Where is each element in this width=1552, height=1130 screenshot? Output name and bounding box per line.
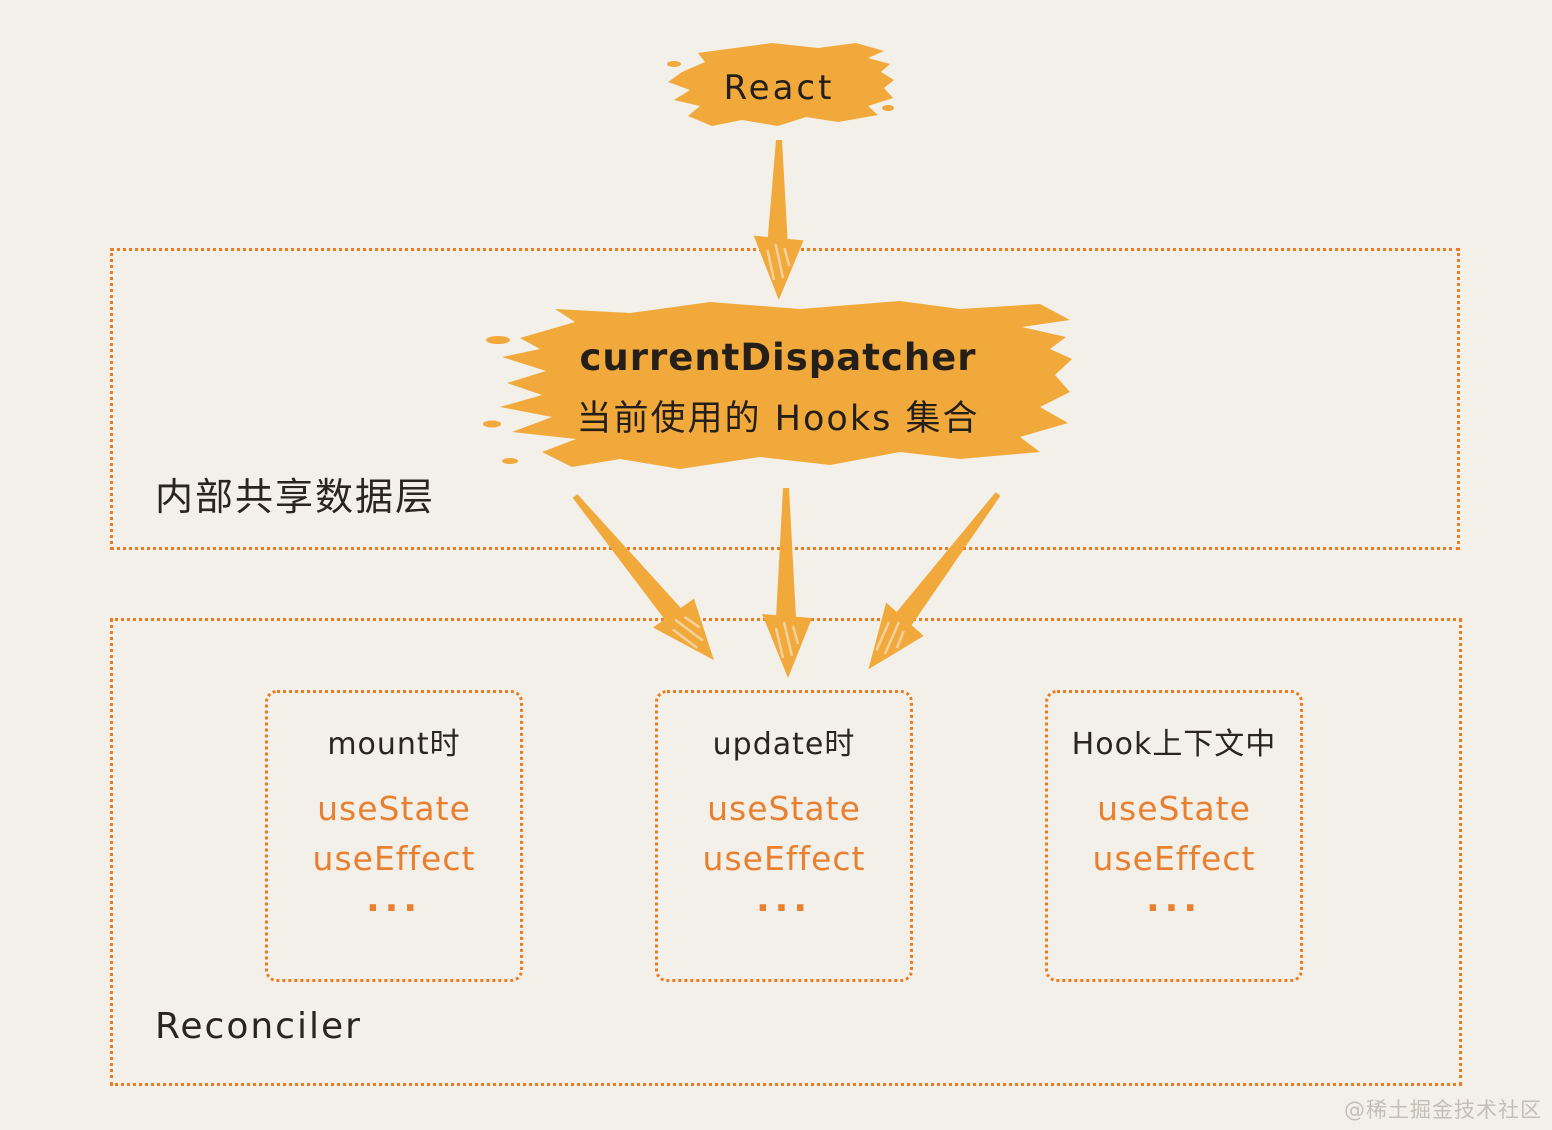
hook-group-context-title: Hook上下文中 <box>1071 727 1277 762</box>
watermark: @稀土掘金技术社区 <box>1344 1098 1542 1122</box>
react-brush-shape <box>667 43 894 126</box>
hook-item: useState <box>707 789 861 828</box>
hook-item-ellipsis: ... <box>365 878 423 920</box>
hook-group-context: Hook上下文中 useState useEffect ... <box>1045 690 1303 982</box>
hook-item: useEffect <box>312 839 476 879</box>
hook-item: useState <box>1097 789 1251 828</box>
hook-group-update: update时 useState useEffect ... <box>655 690 913 982</box>
shared-data-layer-label: 内部共享数据层 <box>155 475 436 519</box>
hook-item: useState <box>317 789 471 828</box>
dispatcher-node: currentDispatcher 当前使用的 Hooks 集合 <box>480 296 1076 484</box>
react-node: React <box>660 38 898 138</box>
reconciler-layer-label: Reconciler <box>155 1006 362 1047</box>
hook-item-ellipsis: ... <box>755 878 813 920</box>
hook-item: useEffect <box>702 839 866 879</box>
dispatcher-brush-shape <box>483 301 1072 469</box>
react-node-label: React <box>723 68 835 108</box>
hook-group-mount: mount时 useState useEffect ... <box>265 690 523 982</box>
hook-item: useEffect <box>1092 839 1256 879</box>
hook-group-update-title: update时 <box>712 727 856 762</box>
dispatcher-subtitle: 当前使用的 Hooks 集合 <box>576 399 980 439</box>
hook-group-mount-title: mount时 <box>327 727 461 762</box>
dispatcher-title: currentDispatcher <box>579 336 977 379</box>
hook-item-ellipsis: ... <box>1145 878 1203 920</box>
